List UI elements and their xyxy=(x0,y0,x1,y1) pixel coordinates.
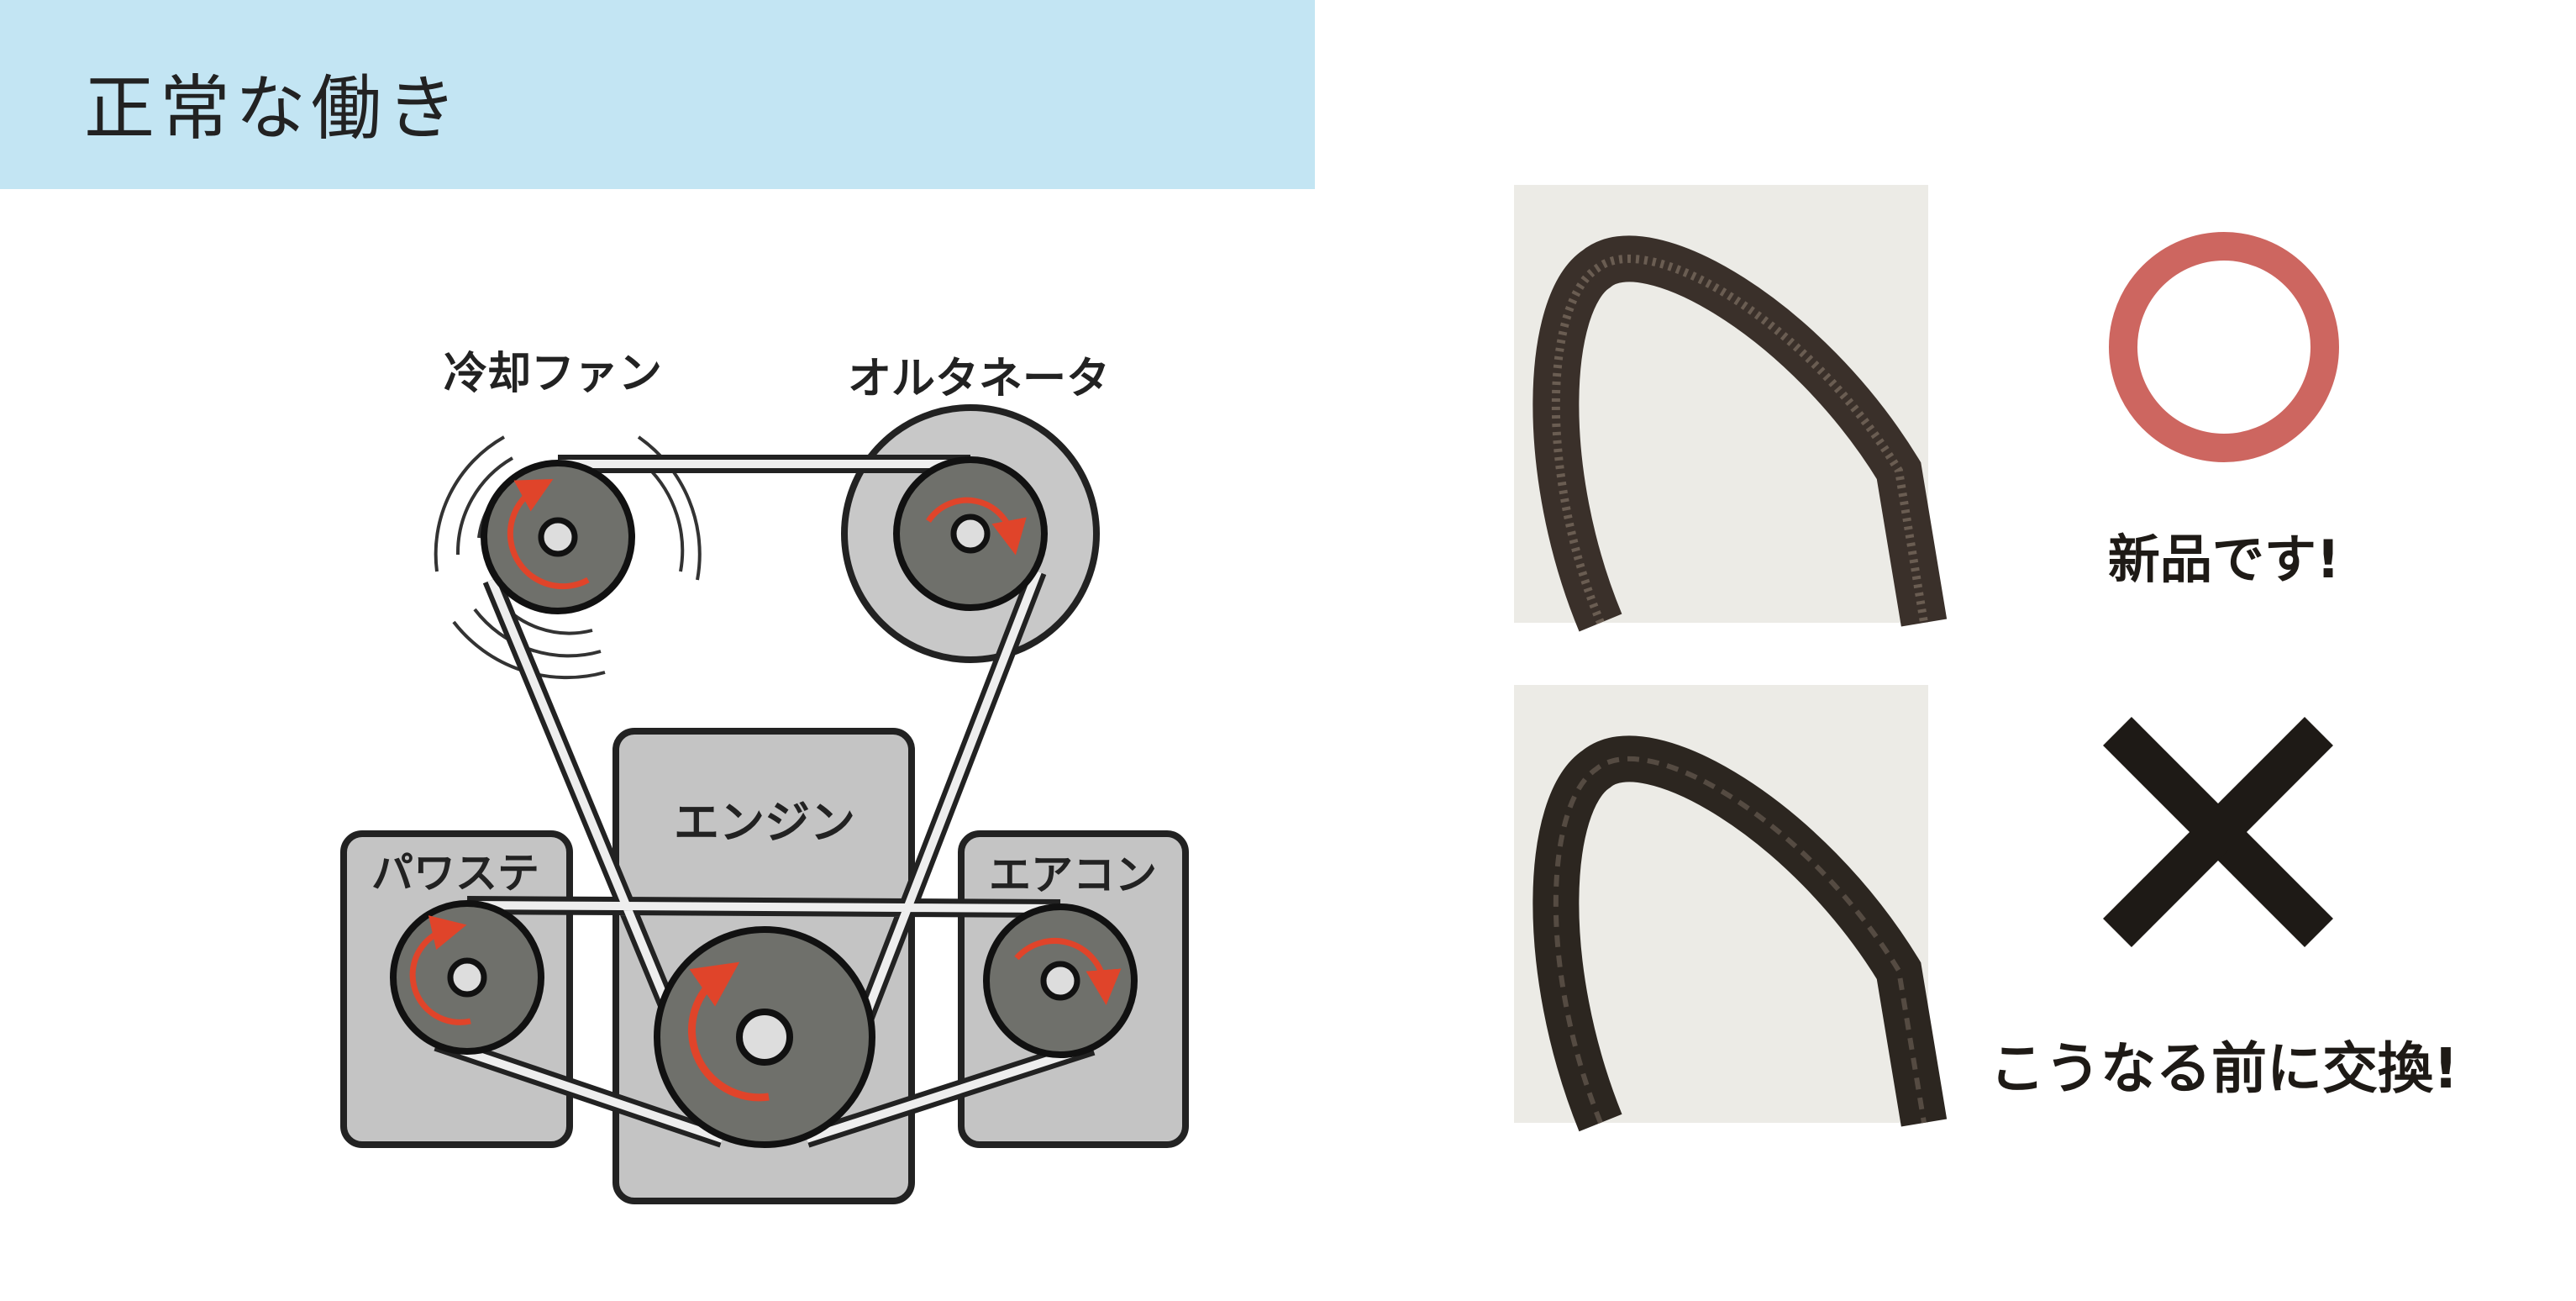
label-engine: エンジン xyxy=(674,796,855,849)
section-title: 正常な働き xyxy=(84,67,463,150)
crankshaft-pulley xyxy=(654,926,875,1148)
section-header: 正常な働き xyxy=(0,0,1315,189)
label-cooling-fan: 冷却ファン xyxy=(444,349,662,399)
worn-belt-photo xyxy=(1514,685,1948,1132)
bad-caption: こうなる前に交換! xyxy=(1989,1036,2459,1101)
label-alternator: オルタネータ xyxy=(848,354,1110,404)
circle-icon xyxy=(2109,232,2339,462)
cross-icon xyxy=(2103,717,2333,947)
new-belt-photo xyxy=(1514,185,1948,632)
label-air-conditioner: エアコン xyxy=(989,851,1157,899)
label-power-steering: パワステ xyxy=(371,849,539,898)
air-conditioner-pulley xyxy=(983,903,1138,1058)
good-caption: 新品です! xyxy=(2107,529,2341,590)
vibration-waves xyxy=(434,435,702,680)
cooling-fan-pulley xyxy=(481,460,635,614)
alternator-pulley xyxy=(893,456,1048,611)
power-steering-pulley xyxy=(390,900,544,1055)
